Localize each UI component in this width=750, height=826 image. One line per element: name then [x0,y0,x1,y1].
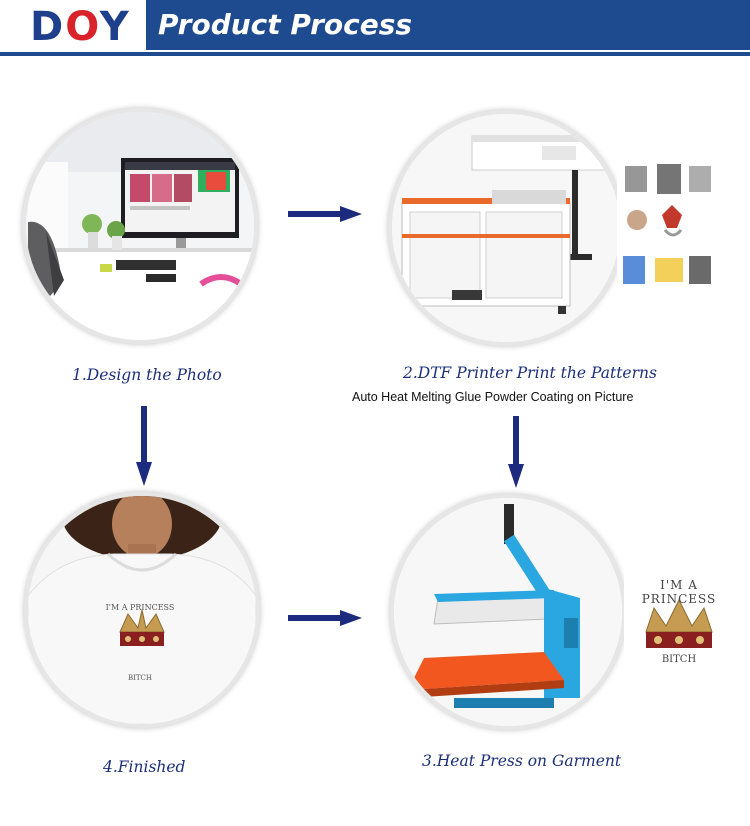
transfer-design-line1: I'M A PRINCESS [641,578,717,606]
garment-print-line1: I'M A PRINCESS [105,603,175,612]
garment-print-text: I'M A PRINCESS [100,603,180,612]
transfer-design: I'M A PRINCESS BITCH [624,570,734,680]
logo-text: DOY [30,4,131,50]
transfer-design-line2: BITCH [661,654,697,665]
step-4-finished-image [24,492,260,728]
step-2-subcaption: Auto Heat Melting Glue Powder Coating on… [352,390,634,404]
header: DOY Product Process [0,0,750,56]
arrow-down-icon [508,416,524,488]
garment-print-bottom: BITCH [100,674,180,682]
arrow-right-icon [288,610,362,626]
header-bar [146,0,750,50]
page-title: Product Process [158,8,413,41]
logo: DOY [4,2,144,52]
step-4-caption: 4.Finished [103,758,186,776]
step-1-design-image [22,108,258,344]
step-3-caption: 3.Heat Press on Garment [422,752,622,770]
step-2-caption: 2.DTF Printer Print the Patterns [403,364,657,382]
arrow-down-icon [136,406,152,486]
step-3-heat-press-image [390,494,626,730]
printed-film-sheet [617,160,717,292]
step-1-caption: 1.Design the Photo [72,366,222,384]
header-underline [0,52,750,56]
step-2-printer-image [388,110,624,346]
arrow-right-icon [288,206,362,222]
garment-print-line2: BITCH [127,674,153,682]
